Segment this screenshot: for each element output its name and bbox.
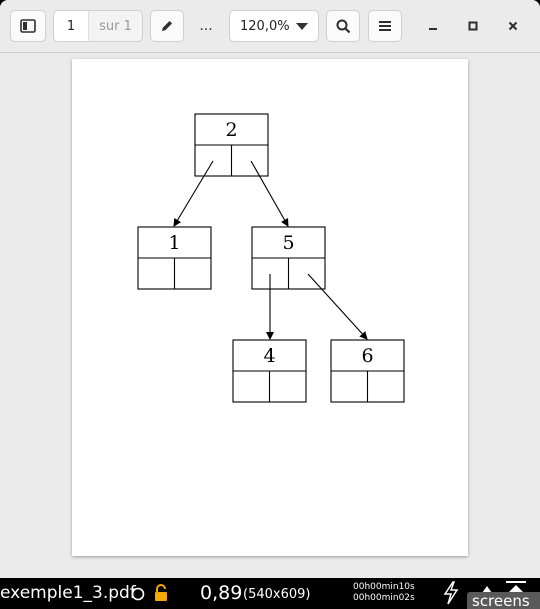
maximize-button[interactable] [460, 10, 486, 42]
annotate-button[interactable] [150, 10, 184, 42]
app-indicator[interactable]: screens [467, 592, 540, 609]
minimize-button[interactable] [420, 10, 446, 42]
tree-node [137, 226, 212, 290]
timer-label: 00h00min02s [353, 593, 415, 603]
resolution-label: (540x609) [243, 587, 311, 602]
page-selector[interactable]: 1 sur 1 [53, 10, 143, 42]
header-bar: 1 sur 1 ... 120,0% [0, 0, 540, 53]
tree-node [232, 339, 307, 403]
tree-node [251, 226, 326, 290]
more-options-button[interactable]: ... [199, 18, 213, 34]
timer-label: 00h00min10s [353, 582, 415, 592]
node-label: 4 [263, 345, 275, 367]
search-icon [336, 19, 350, 33]
node-label: 1 [168, 232, 180, 254]
tree-diagram: 2 1 5 4 6 [137, 113, 405, 403]
circle-icon [131, 587, 145, 601]
pencil-icon [162, 21, 172, 31]
close-icon [508, 21, 518, 31]
chevron-down-icon [296, 22, 308, 30]
hamburger-menu-icon [379, 21, 391, 31]
eject-icon [506, 581, 526, 592]
up-arrow-icon [482, 586, 492, 593]
zoom-value: 120,0% [240, 18, 290, 34]
maximize-icon [468, 21, 478, 31]
sidebar-toggle-icon [20, 19, 36, 33]
status-bar: exemple1_3.pdf 0,89 (540x609) 00h00min10… [0, 578, 540, 609]
tree-node [194, 113, 269, 177]
page-count-label: sur 1 [99, 18, 132, 34]
minimize-icon [429, 28, 437, 30]
close-button[interactable] [500, 10, 526, 42]
zoom-selector[interactable]: 120,0% [229, 10, 319, 42]
document-view[interactable]: 2 1 5 4 6 [0, 53, 540, 578]
tree-edge-arrow [250, 160, 289, 227]
lightning-icon [443, 581, 459, 605]
node-label: 2 [225, 119, 237, 141]
lock-icon [155, 584, 167, 601]
search-button[interactable] [326, 10, 360, 42]
main-menu-button[interactable] [368, 10, 402, 42]
tree-edge-arrow [173, 160, 214, 227]
document-viewer-window: 1 sur 1 ... 120,0% [0, 0, 540, 578]
sidebar-toggle-button[interactable] [10, 10, 46, 42]
node-label: 6 [361, 345, 373, 367]
tree-edge-arrow [307, 273, 368, 340]
app-indicator-label: screens [472, 592, 530, 609]
tree-node [330, 339, 405, 403]
filename-label: exemple1_3.pdf [0, 583, 136, 603]
current-page-input[interactable]: 1 [54, 11, 89, 41]
value-label: 0,89 [200, 582, 243, 604]
node-label: 5 [282, 232, 294, 254]
pdf-page: 2 1 5 4 6 [72, 59, 468, 556]
